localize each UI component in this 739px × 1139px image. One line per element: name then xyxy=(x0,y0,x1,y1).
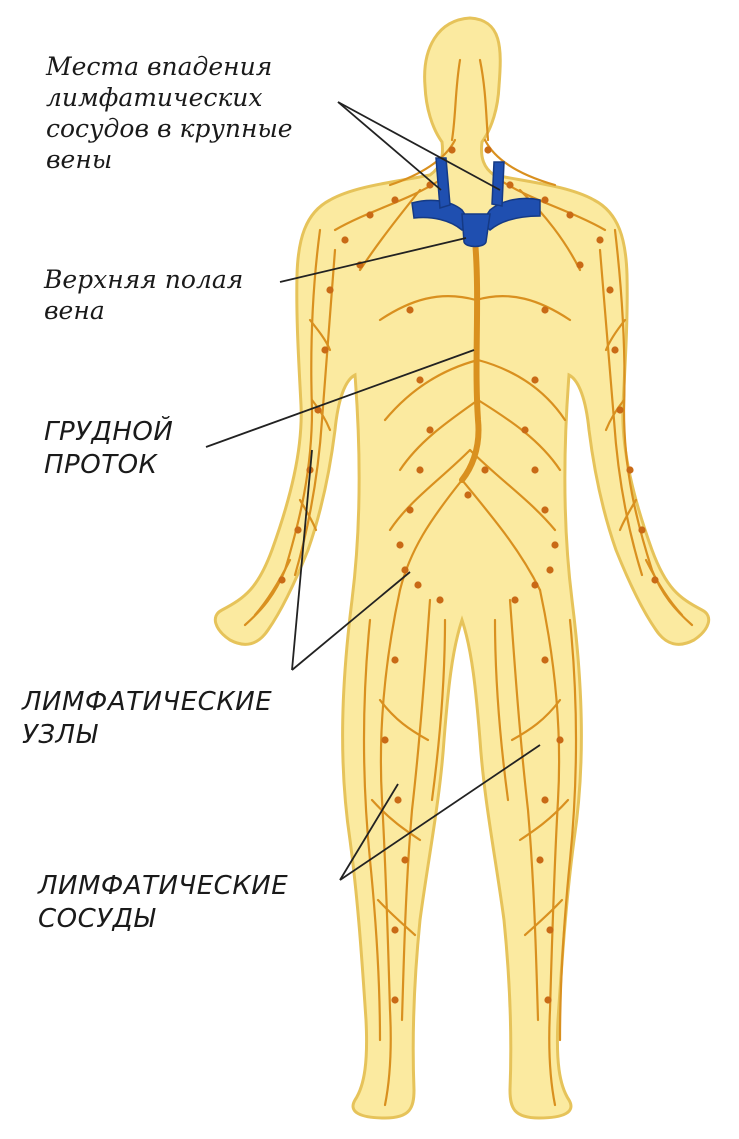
lymph-node xyxy=(606,286,613,293)
lymph-node xyxy=(546,566,553,573)
lymph-node xyxy=(426,426,433,433)
lymph-node xyxy=(521,426,528,433)
lymph-node xyxy=(546,926,553,933)
label-line: ПРОТОК xyxy=(44,449,173,482)
lymph-node xyxy=(448,146,455,153)
label-lymph-nodes: ЛИМФАТИЧЕСКИЕ УЗЛЫ xyxy=(22,686,272,752)
pointer-vein-entry-left xyxy=(338,102,441,190)
lymph-node xyxy=(391,656,398,663)
lymph-node xyxy=(416,466,423,473)
lymph-node xyxy=(611,346,618,353)
lymph-node xyxy=(651,576,658,583)
label-thoracic-duct: ГРУДНОЙ ПРОТОК xyxy=(44,416,173,482)
lymph-node xyxy=(511,596,518,603)
label-line: ГРУДНОЙ xyxy=(44,416,173,449)
lymph-node xyxy=(531,466,538,473)
lymph-node xyxy=(341,236,348,243)
lymph-node xyxy=(566,211,573,218)
superior-vena-cava xyxy=(462,214,490,247)
lymph-node xyxy=(481,466,488,473)
right-jugular-vein xyxy=(492,162,504,206)
label-line: лимфатических xyxy=(46,82,293,113)
lymph-node xyxy=(531,376,538,383)
lymph-node xyxy=(401,566,408,573)
lymph-node xyxy=(638,526,645,533)
lymph-node xyxy=(506,181,513,188)
label-line: вены xyxy=(46,144,293,175)
lymph-node xyxy=(416,376,423,383)
label-line: УЗЛЫ xyxy=(22,719,272,752)
label-line: сосудов в крупные xyxy=(46,113,293,144)
lymph-node xyxy=(536,856,543,863)
lymph-node xyxy=(576,261,583,268)
lymph-node xyxy=(531,581,538,588)
lymph-node xyxy=(401,856,408,863)
label-vein-entry: Места впадения лимфатических сосудов в к… xyxy=(46,51,293,175)
lymph-node xyxy=(596,236,603,243)
label-lymph-vessels: ЛИМФАТИЧЕСКИЕ СОСУДЫ xyxy=(38,870,288,936)
label-line: ЛИМФАТИЧЕСКИЕ xyxy=(22,686,272,719)
lymph-node xyxy=(391,196,398,203)
lymph-node xyxy=(626,466,633,473)
lymph-node xyxy=(394,796,401,803)
lymph-node xyxy=(541,506,548,513)
lymph-node xyxy=(406,306,413,313)
lymph-node xyxy=(391,996,398,1003)
body-silhouette xyxy=(215,18,708,1118)
lymph-node xyxy=(541,196,548,203)
lymph-node xyxy=(551,541,558,548)
lymph-node xyxy=(436,596,443,603)
lymph-node xyxy=(366,211,373,218)
lymph-node xyxy=(616,406,623,413)
lymph-node xyxy=(326,286,333,293)
lymph-node xyxy=(414,581,421,588)
label-line: вена xyxy=(44,295,243,326)
lymph-node xyxy=(541,796,548,803)
label-line: Верхняя полая xyxy=(44,264,243,295)
lymph-node xyxy=(321,346,328,353)
lymph-node xyxy=(396,541,403,548)
label-line: Места впадения xyxy=(46,51,293,82)
lymph-node xyxy=(391,926,398,933)
lymph-node xyxy=(406,506,413,513)
lymph-node xyxy=(544,996,551,1003)
lymph-node xyxy=(484,146,491,153)
label-line: ЛИМФАТИЧЕСКИЕ xyxy=(38,870,288,903)
lymph-node xyxy=(381,736,388,743)
lymph-node xyxy=(294,526,301,533)
lymph-node xyxy=(541,656,548,663)
lymph-node xyxy=(541,306,548,313)
lymph-node xyxy=(464,491,471,498)
lymph-node xyxy=(278,576,285,583)
label-line: СОСУДЫ xyxy=(38,903,288,936)
label-superior-vena-cava: Верхняя полая вена xyxy=(44,264,243,326)
lymph-node xyxy=(556,736,563,743)
